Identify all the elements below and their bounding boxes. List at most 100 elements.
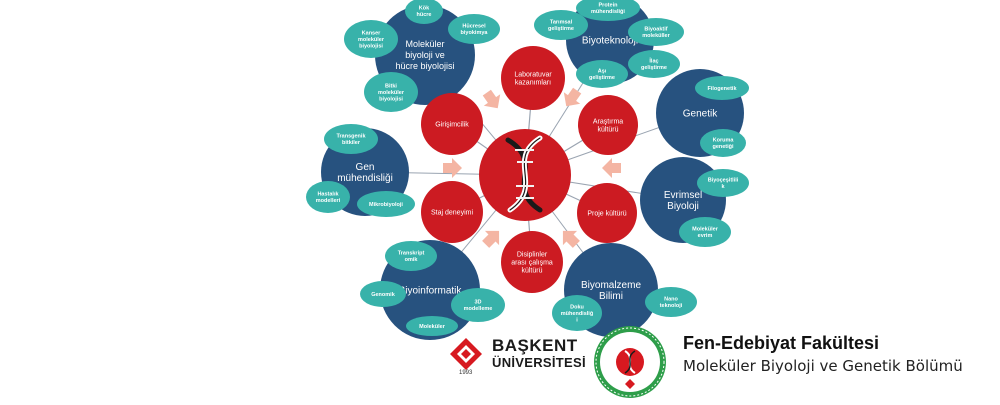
navy_nodes.0-label: biyoloji ve bbox=[405, 50, 445, 60]
navy_nodes.6-label: Gen bbox=[356, 162, 375, 173]
teal-ellipse bbox=[344, 20, 398, 58]
teal_nodes.12-label: Moleküler bbox=[692, 227, 719, 233]
teal_nodes.20-label: Hastalık bbox=[317, 192, 339, 198]
red_nodes.0-label: Laboratuvar bbox=[514, 71, 552, 78]
red_nodes.2-label: Proje kültürü bbox=[587, 210, 626, 217]
teal-node-fil: Filogenetik bbox=[695, 76, 749, 100]
teal-ellipse bbox=[306, 181, 350, 213]
teal_nodes.20-label: modelleri bbox=[316, 198, 341, 204]
teal-ellipse bbox=[679, 217, 731, 247]
teal_nodes.1-label: biyokimya bbox=[461, 30, 489, 36]
red_nodes.0-label: kazanımları bbox=[515, 79, 551, 86]
navy_nodes.4-label: Bilimi bbox=[599, 291, 623, 302]
teal_nodes.4-label: mühendisliği bbox=[591, 9, 625, 15]
teal-ellipse bbox=[357, 191, 415, 217]
teal_nodes.13-label: Nano bbox=[664, 297, 678, 303]
red_nodes.1-label: kültürü bbox=[597, 126, 618, 133]
teal-ellipse bbox=[576, 0, 640, 21]
dna-helix-icon bbox=[505, 135, 543, 213]
teal_nodes.17-label: 3D bbox=[474, 300, 481, 306]
navy_nodes.2-label: Genetik bbox=[683, 109, 718, 120]
teal-ellipse bbox=[645, 287, 697, 317]
teal-ellipse bbox=[385, 241, 437, 271]
navy_nodes.3-label: Evrimsel bbox=[664, 190, 702, 201]
red-node-sta: Staj deneyimi bbox=[421, 181, 483, 243]
navy_nodes.6-label: mühendisliği bbox=[337, 173, 393, 184]
teal_nodes.19-label: bitkiler bbox=[342, 140, 361, 146]
red-circle bbox=[421, 93, 483, 155]
navy_nodes.0-label: hücre biyolojisi bbox=[395, 61, 454, 71]
teal_nodes.15-label: omik bbox=[405, 257, 419, 263]
logo-year: 1993 bbox=[459, 370, 473, 376]
cycle-arrow-icon bbox=[563, 87, 582, 107]
red-circle bbox=[501, 231, 563, 293]
baskent-logo: BAŞKENT ÜNİVERSİTESİ 1993 bbox=[446, 336, 586, 380]
teal_nodes.13-label: teknoloji bbox=[660, 303, 683, 309]
teal_nodes.8-label: geliştirme bbox=[589, 75, 615, 81]
cycle-arrow-icon bbox=[443, 158, 462, 178]
red_nodes.3-label: arası çalışma bbox=[511, 259, 553, 266]
baskent-emblem-icon bbox=[450, 338, 482, 370]
teal_nodes.18-label: Moleküler bbox=[419, 324, 446, 330]
teal-node-mdn: Moleküler bbox=[406, 316, 458, 336]
navy_nodes.3-label: Biyoloji bbox=[667, 201, 699, 212]
teal-ellipse bbox=[451, 288, 505, 322]
teal_nodes.0-label: hücre bbox=[417, 12, 432, 18]
navy_nodes.5-label: Biyoinformatik bbox=[399, 286, 463, 297]
teal_nodes.6-label: Biyoaktif bbox=[644, 27, 667, 33]
teal_nodes.3-label: Bitki bbox=[385, 83, 397, 89]
teal_nodes.2-label: Kanser bbox=[362, 30, 382, 36]
teal_nodes.14-label: i bbox=[576, 317, 578, 323]
teal-ellipse bbox=[405, 0, 443, 24]
navy_nodes.4-label: Biyomalzeme bbox=[581, 280, 641, 291]
teal-ellipse bbox=[534, 10, 588, 40]
red_nodes.3-label: kültürü bbox=[521, 267, 542, 274]
teal_nodes.2-label: moleküler bbox=[358, 37, 385, 43]
teal_nodes.10-label: genetiği bbox=[712, 144, 734, 150]
teal_nodes.17-label: modelleme bbox=[464, 306, 493, 312]
cycle-arrow-icon bbox=[482, 89, 501, 109]
teal_nodes.8-label: Aşı bbox=[598, 69, 607, 75]
teal_nodes.9-label: Filogenetik bbox=[707, 86, 737, 92]
teal_nodes.7-label: geliştirme bbox=[641, 65, 667, 71]
teal_nodes.10-label: Koruma bbox=[713, 138, 735, 144]
red_nodes.3-label: Disiplinler bbox=[517, 251, 548, 258]
center-node bbox=[479, 129, 571, 221]
cycle-arrow-icon bbox=[602, 158, 621, 178]
teal-node-mkb: Mikrobiyoloji bbox=[357, 191, 415, 217]
teal_nodes.14-label: Doku bbox=[570, 304, 584, 310]
teal-ellipse bbox=[324, 124, 378, 154]
teal-ellipse bbox=[697, 169, 749, 197]
teal_nodes.12-label: evrim bbox=[698, 233, 713, 239]
teal-ellipse bbox=[576, 60, 628, 88]
logo-subname: ÜNİVERSİTESİ bbox=[492, 355, 586, 370]
teal-ellipse bbox=[360, 281, 406, 307]
department-seal bbox=[592, 324, 668, 400]
teal-ellipse bbox=[628, 18, 684, 46]
red-circle bbox=[578, 95, 638, 155]
teal-ellipse bbox=[695, 76, 749, 100]
teal_nodes.3-label: biyolojisi bbox=[379, 96, 403, 102]
red_nodes.1-label: Araştırma bbox=[593, 118, 623, 125]
red-node-gir: Girişimcilik bbox=[421, 93, 483, 155]
